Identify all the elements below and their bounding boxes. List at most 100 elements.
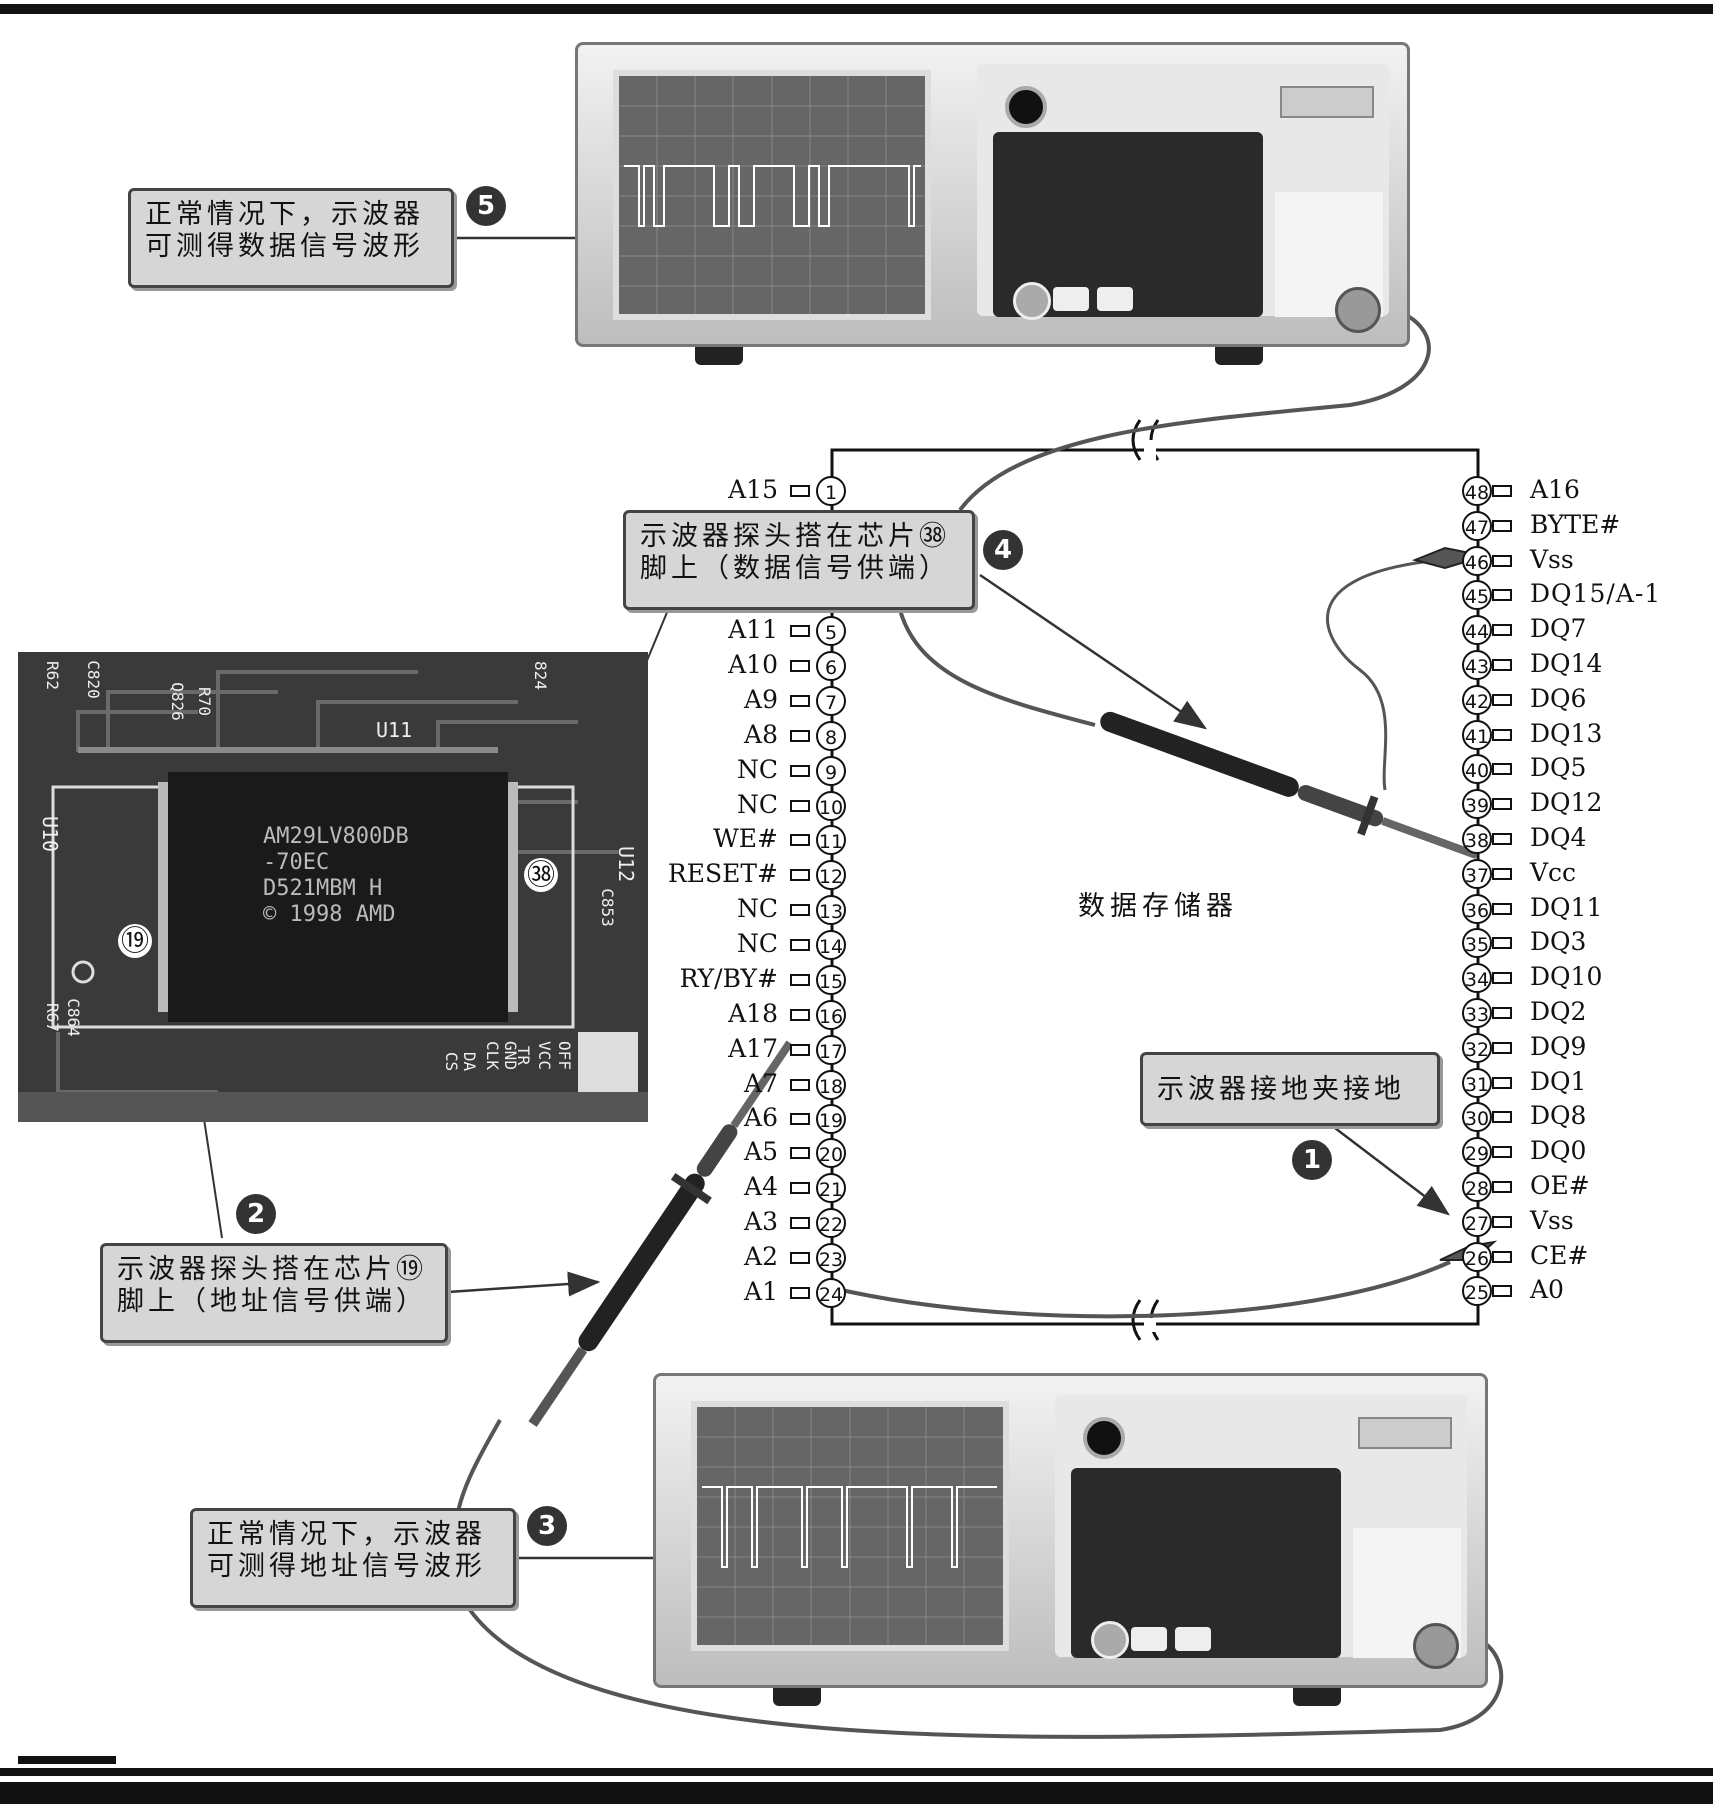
pin-label-left: A7 <box>744 1069 778 1098</box>
pin-label-left: NC <box>736 755 778 784</box>
pin-number: 9 <box>816 756 846 786</box>
pin-number: 34 <box>1462 963 1492 994</box>
pin-stub <box>1492 1041 1512 1054</box>
pin-number: 16 <box>816 1000 846 1030</box>
address-probe <box>528 1040 794 1427</box>
callout-2: 示波器探头搭在芯片⑲ 脚上（地址信号供端） <box>100 1243 448 1343</box>
pin-label-right: DQ7 <box>1530 614 1587 644</box>
pin-number: 29 <box>1462 1137 1492 1168</box>
callout-2-line1: 示波器探头搭在芯片⑲ <box>117 1254 427 1285</box>
board-label-c820: C820 <box>83 660 103 699</box>
pin-stub <box>1492 1181 1512 1193</box>
pin-number: 18 <box>816 1070 846 1100</box>
pin-number: 11 <box>816 825 846 855</box>
pcb-photo: AM29LV800DB -70EC D521MBM H © 1998 AMD ⑲… <box>18 652 648 1122</box>
callout-5: 正常情况下，示波器 可测得数据信号波形 <box>128 188 454 288</box>
pin-label-left: A9 <box>744 685 778 714</box>
badge-1: 1 <box>1292 1140 1332 1180</box>
pin-stub <box>790 1182 810 1194</box>
pin-stub <box>790 974 810 986</box>
pin-number: 22 <box>816 1208 846 1238</box>
top-border-bar <box>0 4 1713 14</box>
pin-label-right: DQ14 <box>1530 649 1603 678</box>
pin-number: 40 <box>1462 754 1492 785</box>
pin-stub <box>1492 624 1512 637</box>
photo-pin38-marker: ㊳ <box>524 858 558 892</box>
data-waveform <box>624 165 921 227</box>
pin-label-right: A0 <box>1530 1275 1564 1305</box>
pin-stub <box>790 1113 810 1125</box>
pin-number: 6 <box>816 651 846 681</box>
pin-number: 20 <box>816 1138 846 1168</box>
pin-stub <box>790 660 810 672</box>
pin-stub <box>790 1147 810 1159</box>
pin-stub <box>790 1287 810 1299</box>
pin-number: 46 <box>1462 545 1492 576</box>
pin-label-right: DQ13 <box>1530 718 1603 748</box>
pin-stub <box>1492 1285 1512 1298</box>
pin-stub <box>1492 902 1512 915</box>
board-label-c853: C853 <box>597 888 617 927</box>
pin-stub <box>790 869 810 881</box>
pin-label-right: DQ9 <box>1530 1031 1587 1061</box>
pin-stub <box>790 939 810 951</box>
pin-number: 23 <box>816 1243 846 1273</box>
pin-number: 27 <box>1462 1206 1492 1237</box>
board-label-clk: CLK <box>482 1041 502 1070</box>
board-label-r70: R70 <box>194 687 214 716</box>
pin-stub <box>1492 1076 1512 1089</box>
pin-label-left: WE# <box>713 824 778 853</box>
page-mark <box>18 1756 116 1764</box>
badge-2: 2 <box>236 1194 276 1234</box>
pin-label-left: A3 <box>744 1207 778 1236</box>
pin-number: 21 <box>816 1173 846 1203</box>
pin-number: 48 <box>1462 476 1492 506</box>
pin-number: 15 <box>816 965 846 995</box>
pin-label-right: DQ3 <box>1530 927 1587 957</box>
pin-stub <box>790 485 810 497</box>
pin-label-left: RESET# <box>667 859 778 888</box>
pin-label-right: DQ5 <box>1530 753 1587 783</box>
pin-label-left: A2 <box>744 1242 778 1271</box>
pin-stub <box>1492 1111 1512 1124</box>
pin-label-right: DQ4 <box>1530 823 1587 852</box>
callout-5-line1: 正常情况下，示波器 <box>145 199 424 230</box>
pin-label-right: CE# <box>1530 1240 1589 1270</box>
address-waveform <box>702 1486 997 1568</box>
pin-stub <box>790 1079 810 1091</box>
pin-label-right: DQ8 <box>1530 1101 1587 1131</box>
pin-stub <box>790 765 810 777</box>
pin-number: 45 <box>1462 580 1492 611</box>
pin-number: 39 <box>1462 789 1492 820</box>
pin-label-left: A18 <box>728 999 778 1028</box>
pin-label-right: DQ6 <box>1530 683 1587 713</box>
pin-number: 32 <box>1462 1032 1492 1063</box>
pin-stub <box>790 1044 810 1056</box>
pin-label-right: DQ2 <box>1530 997 1587 1026</box>
pin-label-right: DQ15/A-1 <box>1530 579 1662 609</box>
chip-marking-3: D521MBM H <box>263 876 383 901</box>
badge-5: 5 <box>466 186 506 226</box>
callout-3-line1: 正常情况下，示波器 <box>207 1519 486 1550</box>
pin-label-left: A15 <box>728 475 778 504</box>
pin-number: 42 <box>1462 684 1492 715</box>
pin-stub <box>1492 659 1512 671</box>
pin-stub <box>790 695 810 707</box>
pin-label-right: OE# <box>1530 1171 1590 1200</box>
pin-stub <box>790 1252 810 1264</box>
callout-1: 示波器接地夹接地 <box>1140 1052 1440 1126</box>
pin-number: 5 <box>816 616 846 646</box>
pin-number: 13 <box>816 895 846 925</box>
pin-number: 24 <box>816 1278 846 1308</box>
pin-stub <box>1492 937 1512 950</box>
pin-stub <box>1492 728 1512 741</box>
pin-number: 47 <box>1462 510 1492 541</box>
pin-label-left: A17 <box>728 1034 778 1063</box>
pin-label-right: DQ12 <box>1530 788 1603 818</box>
pin-number: 28 <box>1462 1172 1492 1202</box>
pin-stub <box>1492 972 1512 985</box>
callout-4: 示波器探头搭在芯片㊳ 脚上（数据信号供端） <box>623 510 975 610</box>
pin-stub <box>1492 1007 1512 1019</box>
board-label-q826: Q826 <box>167 682 187 721</box>
chip-title: 数据存储器 <box>1078 891 1238 922</box>
